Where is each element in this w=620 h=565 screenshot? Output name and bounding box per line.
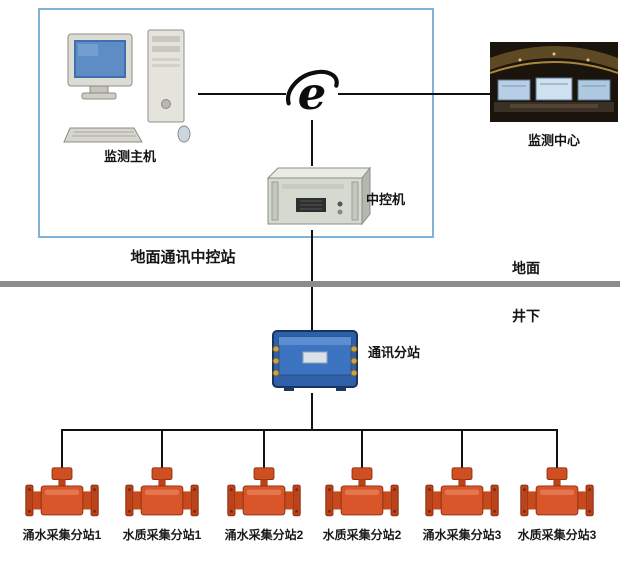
collection-substation: 涌水采集分站3 <box>410 466 514 543</box>
flow-sensor-icon <box>125 467 199 517</box>
ground-station-box <box>38 8 434 238</box>
flow-sensor-icon <box>425 467 499 517</box>
monitoring-center-label: 监测中心 <box>527 133 580 148</box>
monitoring-center-image <box>489 42 619 127</box>
link-internet-to-server <box>311 120 313 166</box>
bus-drop-line <box>61 430 63 468</box>
bus-line <box>61 429 558 431</box>
central-control-label: 中控机 <box>366 192 406 207</box>
collection-substation: 水质采集分站3 <box>505 466 609 543</box>
surface-divider <box>0 281 620 287</box>
monitor-host-label: 监测主机 <box>103 149 156 164</box>
link-substation-to-bus <box>311 393 313 430</box>
collection-substation: 水质采集分站2 <box>310 466 414 543</box>
collection-substation-label: 水质采集分站1 <box>122 528 202 542</box>
desktop-computer-icon <box>60 28 200 153</box>
collection-substation-label: 水质采集分站2 <box>322 528 402 542</box>
comm-substation-icon <box>270 327 360 398</box>
flow-sensor-icon <box>325 467 399 517</box>
flow-sensor-icon <box>227 467 301 517</box>
collection-substation: 涌水采集分站1 <box>10 466 114 543</box>
surface-label: 地面 <box>512 260 540 276</box>
internet-e-icon: e <box>284 66 340 127</box>
bus-drop-line <box>461 430 463 468</box>
flow-sensor-icon <box>25 467 99 517</box>
link-host-to-internet <box>198 93 286 95</box>
ground-station-label: 地面通讯中控站 <box>130 249 236 266</box>
collection-substation-label: 涌水采集分站1 <box>22 528 102 542</box>
comm-substation-label: 通讯分站 <box>368 345 421 360</box>
underground-label: 井下 <box>512 308 540 324</box>
bus-drop-line <box>556 430 558 468</box>
collection-substation-label: 水质采集分站3 <box>517 528 597 542</box>
rack-server-icon <box>262 162 372 237</box>
collection-substation-label: 涌水采集分站2 <box>224 528 304 542</box>
collection-substation-label: 涌水采集分站3 <box>422 528 502 542</box>
flow-sensor-icon <box>520 467 594 517</box>
bus-drop-line <box>361 430 363 468</box>
link-internet-to-center <box>338 93 490 95</box>
collection-substation: 涌水采集分站2 <box>212 466 316 543</box>
bus-drop-line <box>263 430 265 468</box>
link-server-to-substation <box>311 230 313 330</box>
collection-substation: 水质采集分站1 <box>110 466 214 543</box>
bus-drop-line <box>161 430 163 468</box>
